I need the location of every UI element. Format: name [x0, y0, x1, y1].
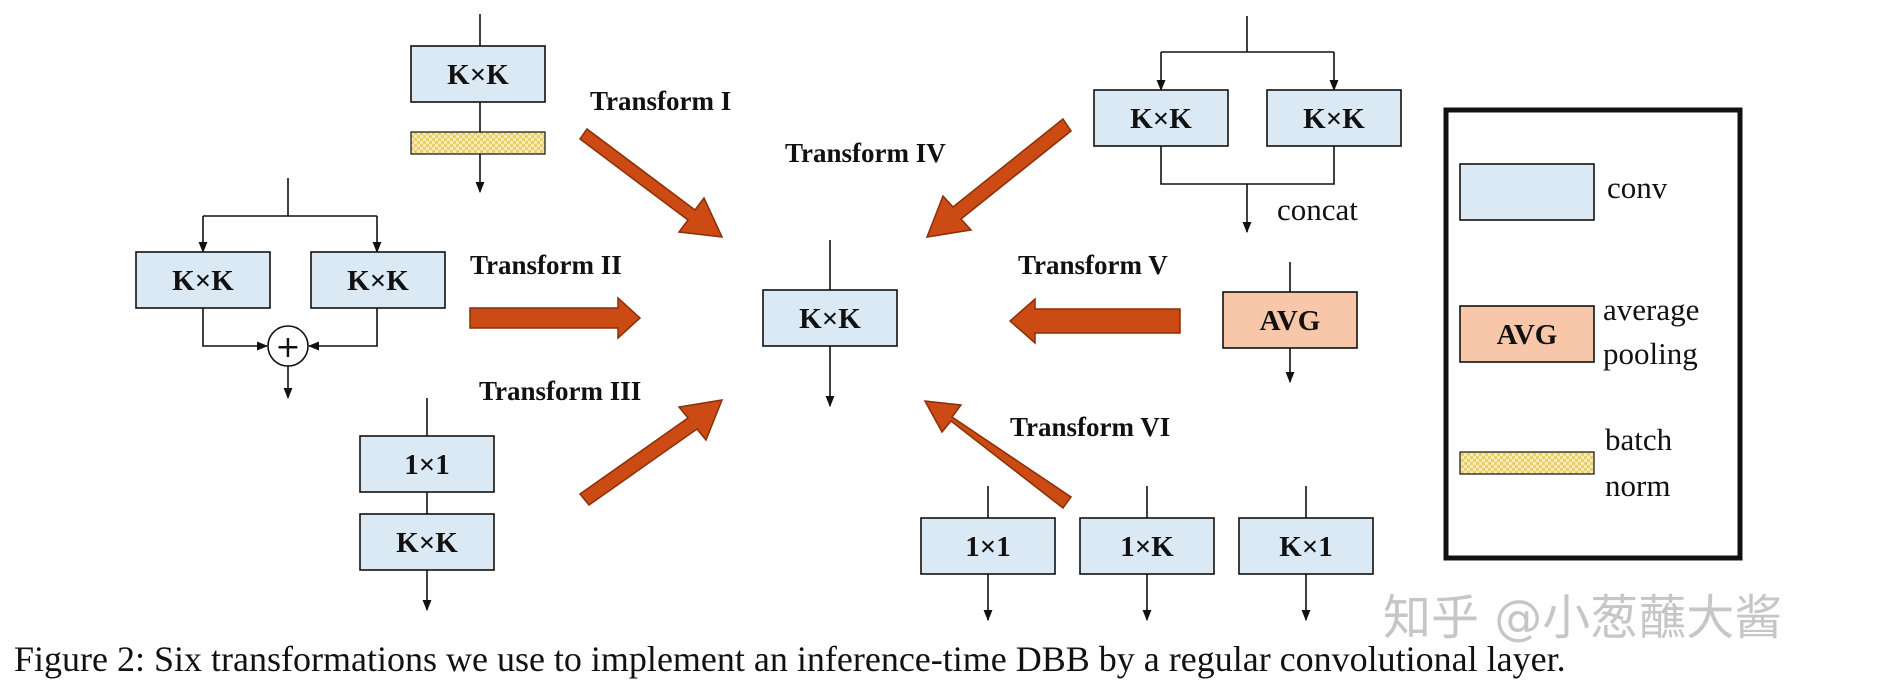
- legend-conv-label: conv: [1607, 170, 1668, 205]
- legend-bn-label-1: batch: [1605, 422, 1673, 457]
- transform-5-label: Transform V: [1018, 250, 1168, 280]
- t2-kxk-right-label: K×K: [347, 265, 409, 297]
- t6-kx1-box: [1238, 517, 1374, 575]
- t4-kxk-right-label: K×K: [1303, 103, 1365, 135]
- legend-bn-label-2: norm: [1605, 468, 1670, 503]
- dbb-diagram: K×K K×K K×K + 1×1 K×K K×K: [135, 14, 1743, 622]
- center-kxk-label: K×K: [799, 303, 861, 335]
- legend: conv AVG average pooling batch norm: [1443, 107, 1743, 561]
- transform-1-group: K×K: [410, 14, 546, 194]
- transform-4-label: Transform IV: [785, 138, 946, 168]
- t6-1xk-box: [1079, 517, 1215, 575]
- t6-1xk-label: 1×K: [1120, 531, 1174, 563]
- t4-kxk-left-box: [1093, 89, 1229, 147]
- t1-kxk-label: K×K: [447, 59, 509, 91]
- transform-5-arrow: [1008, 297, 1181, 345]
- transform-3-group: 1×1 K×K: [359, 398, 495, 612]
- legend-bn-swatch: [1459, 451, 1595, 475]
- legend-avg-swatch: [1459, 305, 1595, 363]
- t3-1x1-box: [359, 435, 495, 493]
- t3-kxk-box: [359, 513, 495, 571]
- legend-conv-swatch: [1459, 163, 1595, 221]
- t4-concat-label: concat: [1277, 192, 1358, 227]
- t2-kxk-right-box: [310, 251, 446, 309]
- t2-add-symbol: +: [275, 330, 300, 365]
- t4-kxk-right-box: [1266, 89, 1402, 147]
- transform-2-arrow: [469, 296, 642, 340]
- t6-1x1-box: [920, 517, 1056, 575]
- legend-avg-label-1: average: [1603, 292, 1699, 327]
- t6-1x1-label: 1×1: [965, 531, 1011, 563]
- watermark-text: 知乎 @小葱蘸大酱: [1383, 590, 1783, 646]
- legend-avg-label-2: pooling: [1603, 336, 1698, 371]
- transform-2-group: K×K K×K +: [135, 178, 446, 400]
- transform-6-arrow: [923, 400, 1073, 510]
- transform-4-arrow: [925, 117, 1073, 238]
- legend-avg-box-label: AVG: [1497, 319, 1558, 351]
- t3-kxk-label: K×K: [396, 527, 458, 559]
- t5-avg-label: AVG: [1260, 305, 1321, 337]
- transform-5-group: AVG: [1222, 262, 1358, 384]
- t1-kxk-box: [410, 45, 546, 103]
- t4-kxk-left-label: K×K: [1130, 103, 1192, 135]
- transform-1-label: Transform I: [590, 86, 731, 116]
- t3-1x1-label: 1×1: [404, 449, 450, 481]
- transform-1-arrow: [578, 127, 724, 238]
- figure-caption: Figure 2: Six transformations we use to …: [14, 639, 1566, 679]
- t2-kxk-left-box: [135, 251, 271, 309]
- t1-bn-box: [410, 131, 546, 155]
- center-block-group: K×K: [762, 240, 898, 408]
- transform-6-group: 1×1 1×K K×1: [920, 486, 1374, 622]
- transform-2-label: Transform II: [470, 250, 622, 280]
- transform-3-label: Transform III: [479, 376, 641, 406]
- t6-kx1-label: K×1: [1279, 531, 1333, 563]
- transform-3-arrow: [578, 399, 724, 507]
- transform-6-label: Transform VI: [1010, 412, 1170, 442]
- transform-4-group: K×K K×K concat: [1093, 16, 1402, 234]
- t2-kxk-left-label: K×K: [172, 265, 234, 297]
- t5-avg-box: [1222, 291, 1358, 349]
